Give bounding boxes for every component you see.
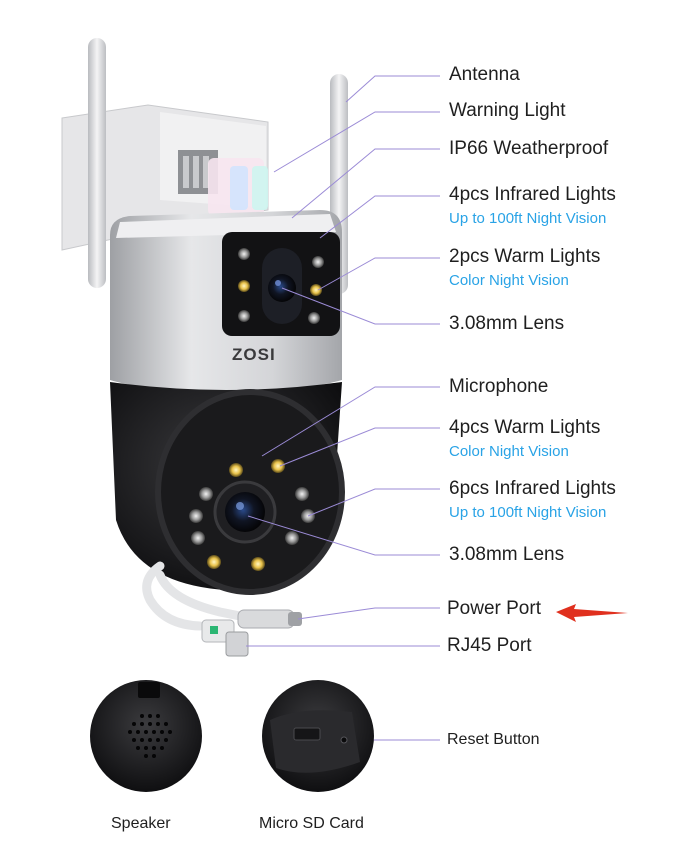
power-port-label: Power Port bbox=[447, 598, 541, 619]
upper-warm-label: 2pcs Warm Lights bbox=[449, 246, 601, 267]
lower-warm-sub: Color Night Vision bbox=[449, 443, 569, 460]
power-port-arrow bbox=[556, 604, 628, 622]
warning-light-shape bbox=[208, 158, 268, 216]
upper-warm-sub: Color Night Vision bbox=[449, 272, 569, 289]
lower-lens-label: 3.08mm Lens bbox=[449, 544, 565, 565]
antenna-label: Antenna bbox=[449, 64, 520, 85]
upper-lens-label: 3.08mm Lens bbox=[449, 313, 565, 334]
lower-infrared-label: 6pcs Infrared Lights bbox=[449, 478, 616, 499]
leader-lines bbox=[246, 75, 440, 741]
brand-logo: ZOSI bbox=[232, 345, 276, 364]
speaker-label: Speaker bbox=[111, 815, 171, 832]
upper-infrared-sub: Up to 100ft Night Vision bbox=[449, 210, 607, 227]
micro-sd-card-label: Micro SD Card bbox=[259, 815, 364, 832]
left-antenna bbox=[88, 38, 106, 288]
reset-button-label: Reset Button bbox=[447, 731, 540, 748]
upper-infrared-label: 4pcs Infrared Lights bbox=[449, 184, 616, 205]
weatherproof-label: IP66 Weatherproof bbox=[449, 138, 609, 159]
lower-infrared-sub: Up to 100ft Night Vision bbox=[449, 504, 607, 521]
speaker-detail bbox=[90, 680, 202, 792]
sd-card-detail bbox=[262, 680, 374, 792]
microphone-label: Microphone bbox=[449, 376, 549, 397]
lower-warm-label: 4pcs Warm Lights bbox=[449, 417, 601, 438]
warning-light-label: Warning Light bbox=[449, 100, 566, 121]
rj45-port-label: RJ45 Port bbox=[447, 635, 532, 656]
